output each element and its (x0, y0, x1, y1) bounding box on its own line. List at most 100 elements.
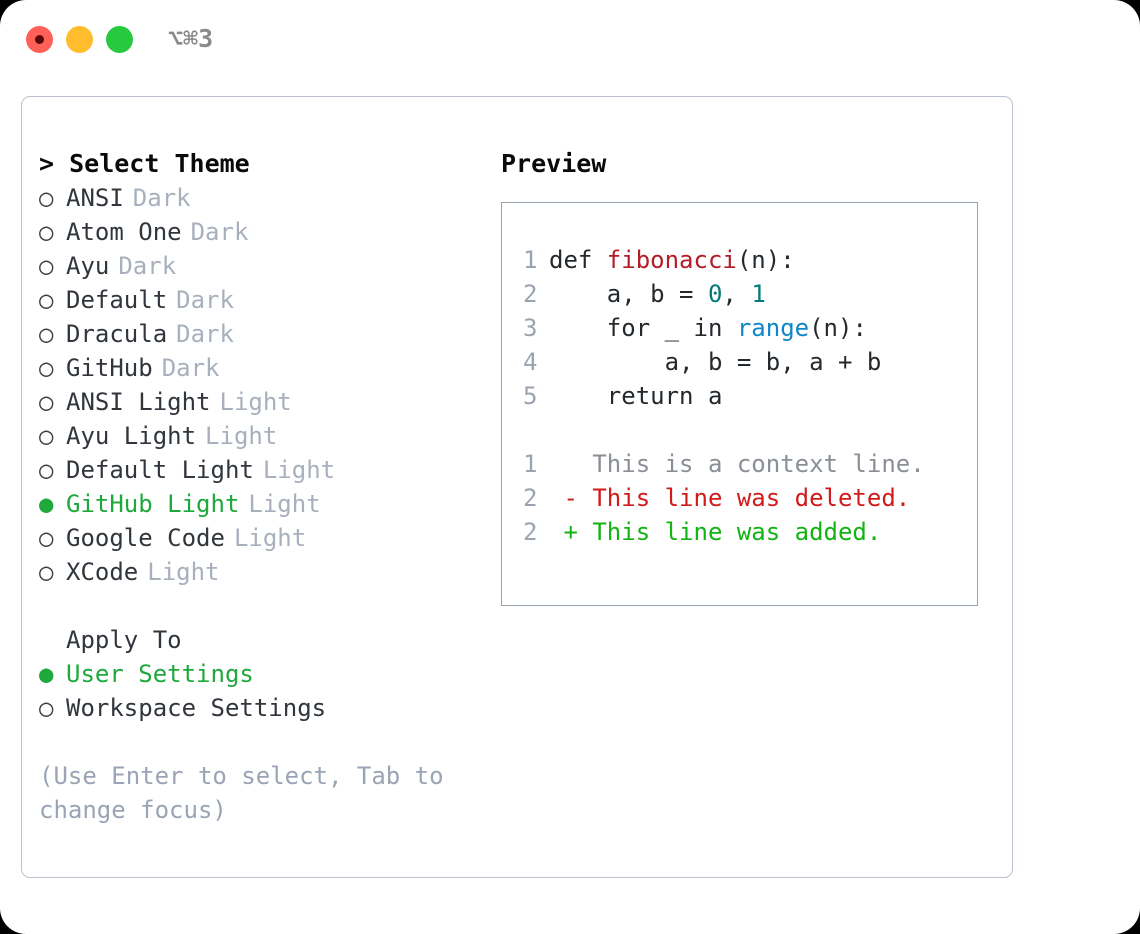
code-token: (n): (809, 314, 867, 342)
apply-to-option-label: User Settings (66, 660, 254, 688)
theme-variant-tag: Light (205, 422, 278, 450)
theme-option-label: Default Light (66, 456, 254, 484)
theme-variant-tag: Dark (176, 286, 234, 314)
line-number: 2 (523, 518, 538, 546)
preview-header: Preview (501, 149, 607, 178)
line-number: 2 (523, 280, 538, 308)
diff-line-context: 1 This is a context line. (523, 447, 977, 481)
apply-to-option-workspace-settings[interactable]: ○ Workspace Settings (39, 691, 479, 725)
theme-option-default-light[interactable]: ○ Default Light Light (39, 453, 479, 487)
diff-text: + This line was added. (549, 518, 882, 546)
theme-variant-tag: Dark (176, 320, 234, 348)
theme-option-label: ANSI Light (66, 388, 211, 416)
theme-option-label: GitHub Light (66, 490, 240, 518)
close-button[interactable] (26, 26, 53, 53)
maximize-button[interactable] (106, 26, 133, 53)
line-number: 1 (523, 246, 538, 274)
apply-to-option-label: Workspace Settings (66, 694, 327, 722)
theme-option-dracula[interactable]: ○ Dracula Dark (39, 317, 479, 351)
line-number: 2 (523, 484, 538, 512)
line-number: 3 (523, 314, 538, 342)
code-token: for _ in (549, 314, 737, 342)
theme-option-label: Google Code (66, 524, 225, 552)
theme-variant-tag: Light (262, 456, 336, 484)
line-number: 5 (523, 382, 538, 410)
radio-unselected-icon: ○ (39, 558, 54, 586)
theme-option-ayu-light[interactable]: ○ Ayu Light Light (39, 419, 479, 453)
code-token: return a (549, 382, 723, 410)
radio-selected-icon: ● (39, 660, 54, 688)
radio-unselected-icon: ○ (39, 218, 54, 246)
theme-option-label: XCode (66, 558, 139, 586)
radio-unselected-icon: ○ (39, 524, 54, 552)
theme-option-ansi-light[interactable]: ○ ANSI Light Light (39, 385, 479, 419)
line-number: 4 (523, 348, 538, 376)
code-line: 5 return a (523, 379, 977, 413)
code-token: range (736, 314, 810, 342)
radio-unselected-icon: ○ (39, 694, 54, 722)
radio-unselected-icon: ○ (39, 286, 54, 314)
keyboard-hint: (Use Enter to select, Tab to change focu… (39, 762, 444, 824)
apply-to-header-row: ○ Apply To (39, 623, 479, 657)
radio-unselected-icon: ○ (39, 456, 54, 484)
theme-option-github[interactable]: ○ GitHub Dark (39, 351, 479, 385)
theme-option-label: Default (66, 286, 168, 314)
apply-to-option-user-settings[interactable]: ● User Settings (39, 657, 479, 691)
radio-unselected-icon: ○ (39, 388, 54, 416)
code-token: a, b = b, a + b (549, 348, 882, 376)
theme-option-label: ANSI (66, 184, 124, 212)
theme-option-label: GitHub (66, 354, 153, 382)
code-token: (n): (736, 246, 795, 274)
diff-text: This is a context line. (549, 450, 925, 478)
theme-option-label: Ayu (66, 252, 110, 280)
theme-option-label: Atom One (66, 218, 182, 246)
code-line: 3 for _ in range(n): (523, 311, 977, 345)
code-blank-line (523, 413, 977, 447)
theme-variant-tag: Light (147, 558, 220, 586)
code-line: 4 a, b = b, a + b (523, 345, 977, 379)
diff-sample: 1 This is a context line.2 - This line w… (523, 447, 977, 549)
code-token: def (549, 246, 607, 274)
radio-unselected-icon: ○ (39, 354, 54, 382)
code-token: 1 (751, 280, 766, 308)
window-titlebar: ⌥⌘3 (0, 0, 1140, 78)
theme-option-github-light[interactable]: ● GitHub Light Light (39, 487, 479, 521)
radio-unselected-icon: ○ (39, 252, 54, 280)
diff-line-delete: 2 - This line was deleted. (523, 481, 977, 515)
code-token: 0 (707, 280, 723, 308)
theme-variant-tag: Light (219, 388, 292, 416)
radio-unselected-icon: ○ (39, 184, 54, 212)
radio-selected-icon: ● (39, 490, 54, 518)
code-token: , (722, 280, 752, 308)
theme-option-google-code[interactable]: ○ Google Code Light (39, 521, 479, 555)
apply-to-option-list[interactable]: ● User Settings ○ Workspace Settings (39, 657, 479, 725)
theme-option-xcode[interactable]: ○ XCode Light (39, 555, 479, 589)
theme-option-label: Ayu Light (66, 422, 197, 450)
theme-option-ayu[interactable]: ○ Ayu Dark (39, 249, 479, 283)
spacer-marker: ○ (39, 623, 66, 657)
code-token: a, b = (549, 280, 708, 308)
theme-variant-tag: Dark (118, 252, 177, 280)
radio-unselected-icon: ○ (39, 422, 54, 450)
theme-option-label: Dracula (66, 320, 168, 348)
theme-variant-tag: Light (248, 490, 321, 518)
code-line: 1 def fibonacci(n): (523, 243, 977, 277)
theme-variant-tag: Dark (161, 354, 220, 382)
minimize-button[interactable] (66, 26, 93, 53)
theme-variant-tag: Dark (190, 218, 249, 246)
diff-text: - This line was deleted. (549, 484, 911, 512)
theme-option-atom-one[interactable]: ○ Atom One Dark (39, 215, 479, 249)
theme-option-default[interactable]: ○ Default Dark (39, 283, 479, 317)
code-token: fibonacci (606, 246, 737, 274)
line-number: 1 (523, 450, 538, 478)
radio-unselected-icon: ○ (39, 320, 54, 348)
diff-line-add: 2 + This line was added. (523, 515, 977, 549)
theme-variant-tag: Light (233, 524, 307, 552)
